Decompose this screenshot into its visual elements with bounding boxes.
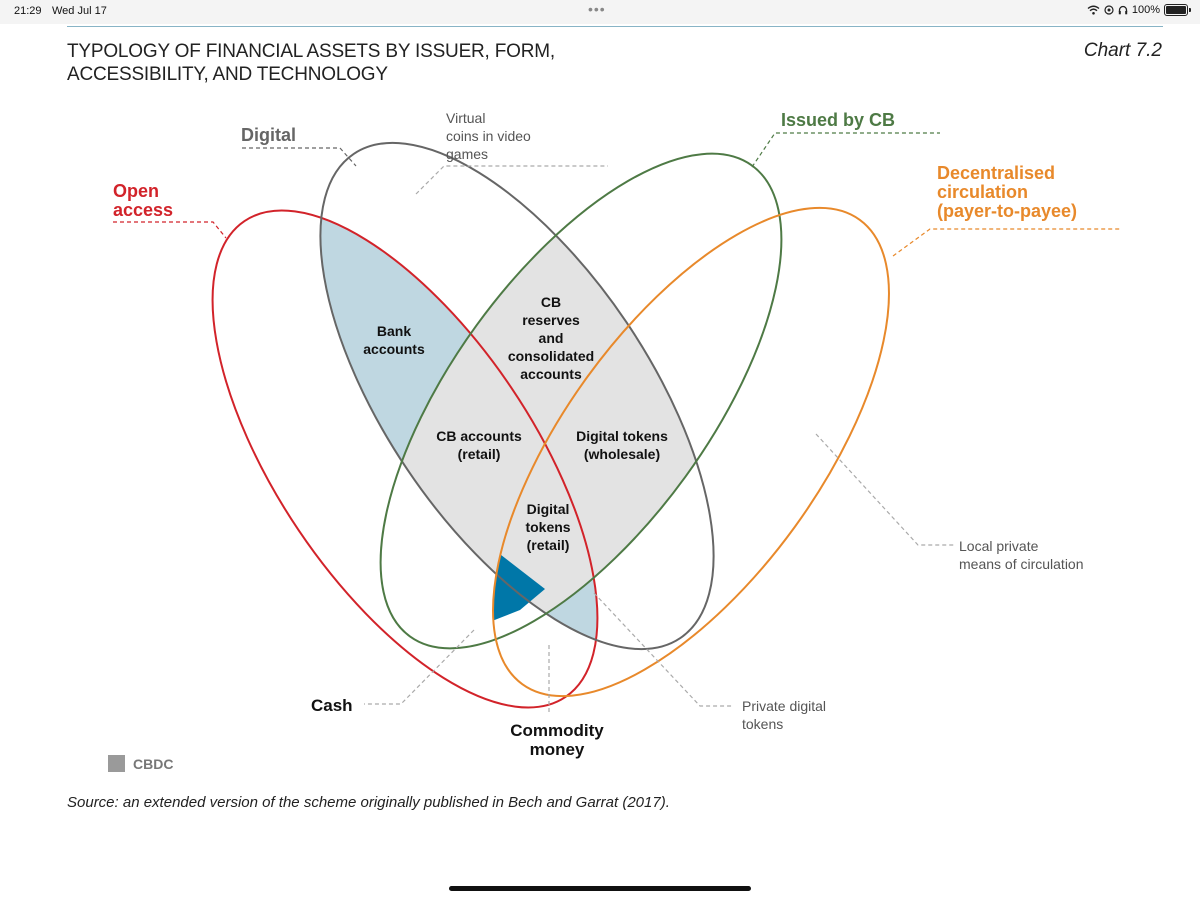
note-virtual-coins: Virtual coins in video games bbox=[446, 110, 531, 162]
source-note: Source: an extended version of the schem… bbox=[67, 794, 670, 811]
leader-open-access bbox=[113, 221, 227, 239]
headphones-icon bbox=[1118, 5, 1128, 15]
svg-text:(wholesale): (wholesale) bbox=[584, 446, 660, 462]
leader-digital bbox=[242, 147, 357, 167]
label-decentralised-1: Decentralised bbox=[937, 163, 1055, 183]
wifi-icon bbox=[1087, 5, 1100, 15]
header-rule bbox=[67, 26, 1163, 27]
chart-title: TYPOLOGY OF FINANCIAL ASSETS BY ISSUER, … bbox=[67, 41, 555, 85]
label-commodity-money: Commodity money bbox=[510, 721, 604, 759]
note-private-digital-tokens: Private digital tokens bbox=[742, 698, 826, 732]
svg-text:means of circulation: means of circulation bbox=[959, 556, 1084, 572]
svg-text:accounts: accounts bbox=[520, 366, 582, 382]
label-open-access-1: Open bbox=[113, 181, 159, 201]
svg-text:CB: CB bbox=[541, 294, 561, 310]
ellipse-digital bbox=[319, 141, 715, 651]
svg-text:coins in video: coins in video bbox=[446, 128, 531, 144]
leader-local-private bbox=[815, 433, 955, 546]
svg-text:Digital tokens: Digital tokens bbox=[576, 428, 668, 444]
note-local-private: Local private means of circulation bbox=[959, 538, 1084, 572]
ellipse-decentralised bbox=[492, 206, 890, 698]
ellipse-issued-by-cb bbox=[379, 152, 783, 650]
status-bar: 21:29 Wed Jul 17 ••• 100% bbox=[0, 0, 1200, 24]
label-decentralised-2: circulation bbox=[937, 182, 1028, 202]
battery-icon bbox=[1164, 4, 1191, 16]
svg-text:games: games bbox=[446, 146, 488, 162]
leader-issued-by-cb bbox=[751, 132, 940, 168]
status-date: Wed Jul 17 bbox=[52, 5, 107, 17]
label-issued-by-cb: Issued by CB bbox=[781, 110, 895, 130]
home-indicator[interactable] bbox=[449, 886, 751, 891]
svg-text:reserves: reserves bbox=[522, 312, 580, 328]
legend-cbdc-label: CBDC bbox=[133, 756, 173, 772]
svg-text:Local private: Local private bbox=[959, 538, 1039, 554]
svg-text:consolidated: consolidated bbox=[508, 348, 594, 364]
label-digital-tokens-retail: Digital tokens (retail) bbox=[525, 501, 570, 553]
chart-number: Chart 7.2 bbox=[1083, 40, 1162, 61]
svg-text:accounts: accounts bbox=[363, 341, 425, 357]
svg-text:and: and bbox=[539, 330, 564, 346]
label-decentralised-3: (payer-to-payee) bbox=[937, 201, 1077, 221]
status-indicators: 100% bbox=[1087, 4, 1191, 16]
svg-text:Commodity: Commodity bbox=[510, 721, 604, 740]
svg-text:(retail): (retail) bbox=[527, 537, 570, 553]
leader-virtual-coins bbox=[415, 165, 608, 195]
legend-cbdc-swatch bbox=[108, 755, 125, 772]
svg-text:tokens: tokens bbox=[525, 519, 570, 535]
leader-cash bbox=[364, 629, 475, 705]
svg-text:tokens: tokens bbox=[742, 716, 783, 732]
leader-lines bbox=[113, 132, 1120, 712]
location-icon bbox=[1104, 5, 1114, 15]
label-cash: Cash bbox=[311, 696, 353, 715]
leader-private-digital bbox=[593, 592, 734, 707]
svg-text:Virtual: Virtual bbox=[446, 110, 485, 126]
battery-percent: 100% bbox=[1131, 4, 1160, 16]
svg-text:Private digital: Private digital bbox=[742, 698, 826, 714]
multitask-dots-icon[interactable]: ••• bbox=[588, 1, 606, 17]
label-cb-reserves: CB reserves and consolidated accounts bbox=[508, 294, 594, 382]
status-time: 21:29 bbox=[14, 5, 42, 17]
label-digital: Digital bbox=[241, 125, 296, 145]
leader-decentralised bbox=[892, 228, 1120, 257]
svg-text:Digital: Digital bbox=[527, 501, 570, 517]
svg-text:Bank: Bank bbox=[377, 323, 411, 339]
svg-text:money: money bbox=[530, 740, 585, 759]
label-open-access-2: access bbox=[113, 200, 173, 220]
label-bank-accounts: Bank accounts bbox=[363, 323, 425, 357]
svg-text:(retail): (retail) bbox=[458, 446, 501, 462]
label-cb-accounts-retail: CB accounts (retail) bbox=[436, 428, 522, 462]
svg-text:CB accounts: CB accounts bbox=[436, 428, 522, 444]
label-digital-tokens-wholesale: Digital tokens (wholesale) bbox=[576, 428, 668, 462]
